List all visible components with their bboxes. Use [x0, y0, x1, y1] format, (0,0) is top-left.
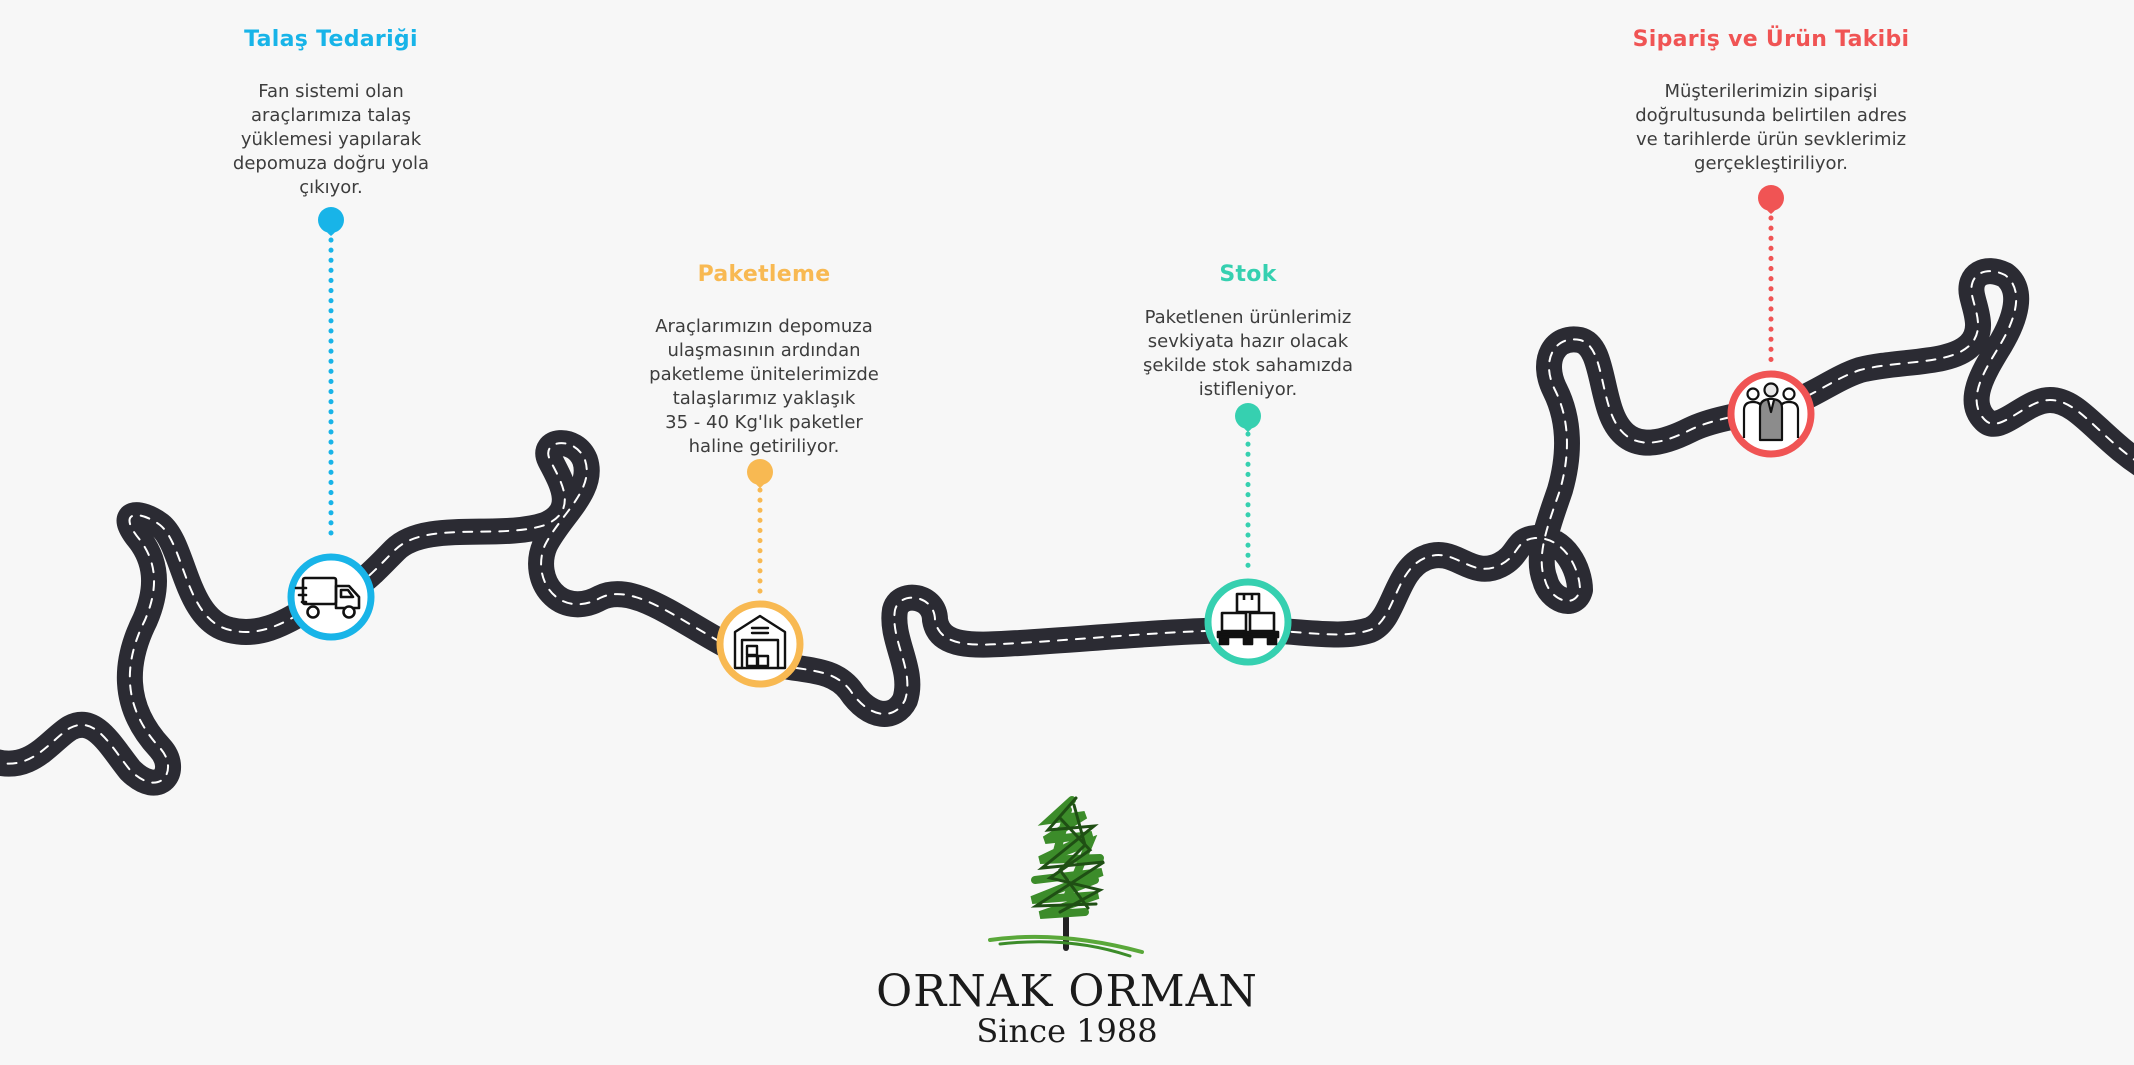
brand-name: ORNAK ORMAN — [876, 966, 1258, 1017]
step-title-supply: Talaş Tedariği — [244, 27, 418, 52]
step-description-supply: Fan sistemi olan araçlarımıza talaş yükl… — [232, 81, 430, 198]
tree-logo-icon — [988, 796, 1144, 958]
warehouse-icon — [733, 614, 787, 670]
step-title-stock: Stok — [1219, 262, 1277, 287]
connector-stock — [1235, 403, 1261, 578]
winding-road — [0, 258, 2134, 796]
step-description-packaging: Araçlarımızın depomuza ulaşmasının ardın… — [649, 316, 879, 457]
road-base — [0, 258, 2134, 796]
pallet-boxes-icon — [1216, 592, 1280, 646]
truck-icon — [294, 576, 361, 619]
connector-packaging — [747, 459, 773, 595]
road-center-dash — [0, 270, 2134, 784]
brand-since: Since 1988 — [976, 1012, 1158, 1050]
step-description-tracking: Müşterilerimizin siparişi doğrultusunda … — [1635, 81, 1907, 174]
step-description-stock: Paketlenen ürünlerimiz sevkiyata hazır o… — [1143, 307, 1353, 400]
node-stock — [1204, 578, 1292, 666]
connector-supply — [318, 207, 344, 541]
node-packaging — [716, 600, 804, 688]
connector-tracking — [1758, 185, 1784, 369]
customers-group-icon — [1742, 382, 1800, 442]
step-title-packaging: Paketleme — [697, 262, 831, 287]
node-tracking — [1727, 370, 1815, 458]
step-title-tracking: Sipariş ve Ürün Takibi — [1632, 27, 1910, 52]
node-supply — [287, 553, 375, 641]
